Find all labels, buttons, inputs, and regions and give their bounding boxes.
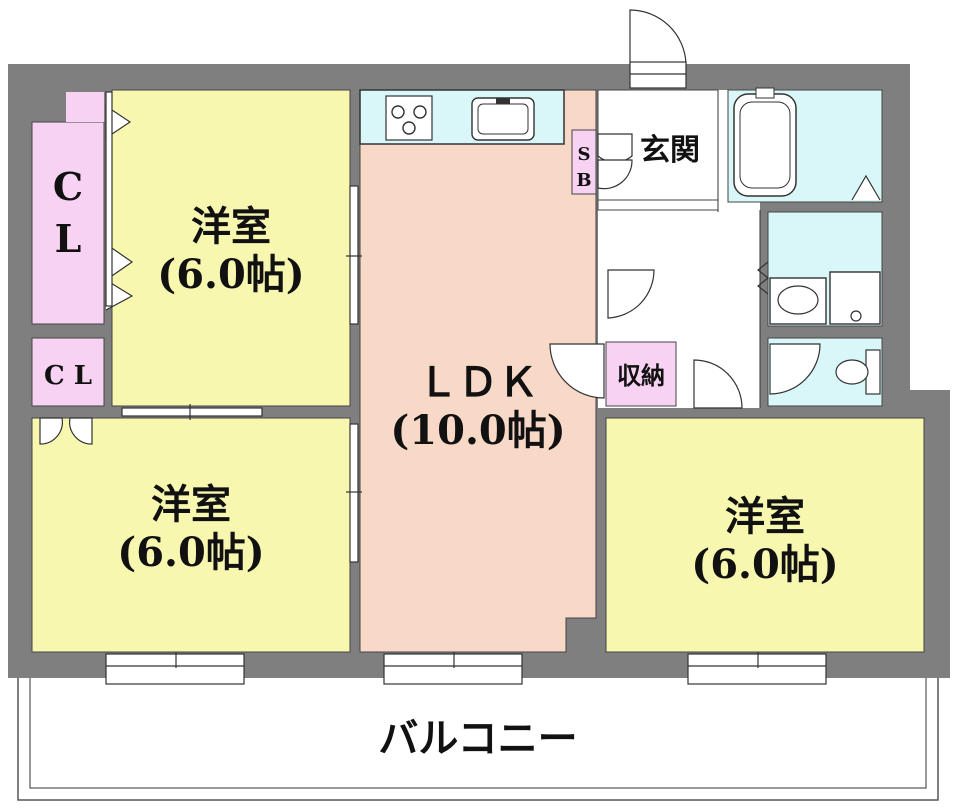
shoe-box xyxy=(571,129,597,195)
washing-machine-pan-icon xyxy=(829,271,881,325)
bathtub-icon xyxy=(733,87,797,197)
room-label-entrance: 玄関 xyxy=(640,133,700,168)
closet-small-label: C L xyxy=(44,361,92,391)
shoe-box-label-top: S xyxy=(578,144,591,165)
room-label-ldk: ＬＤＫ xyxy=(418,359,538,406)
balcony-label: バルコニー xyxy=(378,715,577,762)
room-western-bottom-left xyxy=(31,417,351,653)
washbasin-icon xyxy=(769,277,827,325)
toilet-icon xyxy=(835,349,881,395)
room-size-ldk: (10.0帖) xyxy=(390,407,565,454)
window-icon xyxy=(105,652,245,685)
door-swing-icon xyxy=(39,417,63,445)
room-label-western-right: 洋室 xyxy=(725,493,805,540)
closet-tall-inner xyxy=(66,92,104,122)
room-western-right xyxy=(605,417,925,653)
door-swing-icon xyxy=(693,359,743,409)
door-swing-icon xyxy=(769,343,821,395)
door-swing-icon xyxy=(597,159,633,190)
closet-tall-label-bottom: L xyxy=(55,216,82,261)
window-icon xyxy=(629,61,687,89)
stove-icon xyxy=(385,95,433,141)
room-size-western-bottom-left: (6.0帖) xyxy=(117,529,264,576)
door-swing-icon xyxy=(851,174,881,201)
room-size-western-right: (6.0帖) xyxy=(691,541,838,588)
hall-partitions xyxy=(717,90,761,408)
room-label-western-top-left: 洋室 xyxy=(191,203,271,250)
room-western-top-left xyxy=(111,89,351,407)
entrance-step xyxy=(597,199,719,211)
sliding-doors xyxy=(105,91,362,563)
door-swing-icon xyxy=(69,417,93,445)
door-swing-icon xyxy=(629,9,687,65)
kitchen-counter xyxy=(359,89,565,145)
room-size-western-top-left: (6.0帖) xyxy=(157,251,304,298)
sink-icon xyxy=(471,97,535,141)
window-icon xyxy=(383,652,523,685)
room-label-western-bottom-left: 洋室 xyxy=(151,481,231,528)
room-ldk xyxy=(359,89,597,653)
closet-tall-label-top: C xyxy=(53,164,83,209)
washroom-folding-door xyxy=(757,261,769,295)
door-swing-icon xyxy=(549,343,605,399)
storage xyxy=(605,341,677,407)
window-icon xyxy=(687,652,827,685)
door-swing-icon xyxy=(607,269,655,319)
door-swing-icon xyxy=(597,133,633,163)
room-label-storage: 収納 xyxy=(617,361,665,390)
door-swings xyxy=(39,9,821,445)
closet-small xyxy=(31,337,105,407)
shoe-box-label-bottom: B xyxy=(576,170,591,191)
